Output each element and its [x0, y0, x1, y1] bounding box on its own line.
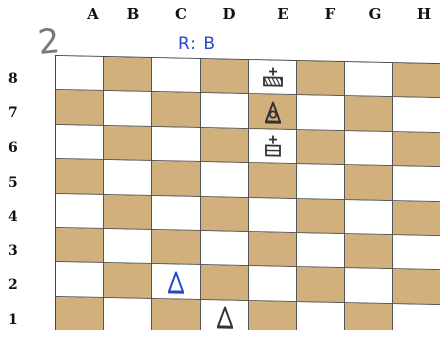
square-g5[interactable]	[345, 165, 393, 200]
square-b7[interactable]	[104, 91, 152, 126]
square-e4[interactable]	[249, 198, 297, 233]
file-label-h: H	[414, 5, 434, 23]
square-a7[interactable]	[56, 90, 104, 125]
square-b2[interactable]	[104, 263, 152, 298]
square-a3[interactable]	[56, 228, 104, 263]
king-icon	[260, 133, 286, 160]
square-c7[interactable]	[152, 92, 200, 127]
square-a4[interactable]	[56, 194, 104, 229]
square-h3[interactable]	[393, 235, 440, 270]
bishop-icon	[163, 269, 189, 296]
file-label-d: D	[219, 5, 239, 23]
square-f7[interactable]	[297, 95, 345, 130]
bishop-icon	[212, 304, 238, 330]
square-e2[interactable]	[249, 266, 297, 301]
square-g2[interactable]	[345, 268, 393, 303]
file-label-g: G	[365, 5, 385, 23]
square-d6[interactable]	[201, 128, 249, 163]
square-a1[interactable]	[56, 297, 104, 330]
square-b4[interactable]	[104, 195, 152, 230]
square-h8[interactable]	[393, 63, 440, 98]
chessboard-frame	[55, 55, 440, 330]
square-f3[interactable]	[297, 233, 345, 268]
square-g4[interactable]	[345, 200, 393, 235]
square-g3[interactable]	[345, 234, 393, 269]
square-h1[interactable]	[393, 304, 440, 330]
square-a8[interactable]	[56, 56, 104, 91]
square-a2[interactable]	[56, 262, 104, 297]
square-d3[interactable]	[201, 231, 249, 266]
rank-label-5: 5	[8, 175, 18, 191]
white-king-e6[interactable]	[249, 129, 297, 164]
square-d4[interactable]	[201, 197, 249, 232]
square-e5[interactable]	[249, 163, 297, 198]
square-h2[interactable]	[393, 269, 440, 304]
square-f5[interactable]	[297, 164, 345, 199]
square-e3[interactable]	[249, 232, 297, 267]
square-d2[interactable]	[201, 265, 249, 300]
square-g6[interactable]	[345, 131, 393, 166]
square-f8[interactable]	[297, 61, 345, 96]
square-b3[interactable]	[104, 229, 152, 264]
rank-label-1: 1	[8, 312, 18, 328]
square-b8[interactable]	[104, 57, 152, 92]
turn-note: R: B	[178, 34, 216, 54]
square-b5[interactable]	[104, 160, 152, 195]
chessboard	[55, 55, 440, 330]
square-c5[interactable]	[152, 161, 200, 196]
rank-label-8: 8	[8, 71, 18, 87]
square-f6[interactable]	[297, 130, 345, 165]
square-b6[interactable]	[104, 126, 152, 161]
rank-label-2: 2	[8, 277, 18, 293]
square-c3[interactable]	[152, 230, 200, 265]
rank-label-6: 6	[8, 140, 18, 156]
square-f4[interactable]	[297, 199, 345, 234]
square-b1[interactable]	[104, 298, 152, 330]
square-d5[interactable]	[201, 162, 249, 197]
file-label-a: A	[83, 5, 103, 23]
white-bishop-c2[interactable]	[152, 264, 200, 299]
black-bishop-e7[interactable]	[249, 94, 297, 129]
rank-label-7: 7	[8, 105, 18, 121]
square-d7[interactable]	[201, 93, 249, 128]
square-g8[interactable]	[345, 62, 393, 97]
black-king-e8[interactable]	[249, 60, 297, 95]
file-label-f: F	[320, 5, 340, 23]
rank-label-3: 3	[8, 243, 18, 259]
square-c6[interactable]	[152, 127, 200, 162]
square-h5[interactable]	[393, 166, 440, 201]
square-h7[interactable]	[393, 97, 440, 132]
square-a5[interactable]	[56, 159, 104, 194]
square-c1[interactable]	[152, 299, 200, 330]
square-h6[interactable]	[393, 132, 440, 167]
square-e1[interactable]	[249, 301, 297, 330]
square-c4[interactable]	[152, 196, 200, 231]
square-c8[interactable]	[152, 58, 200, 93]
king-icon	[259, 64, 287, 91]
bishop-icon	[260, 99, 286, 126]
square-g1[interactable]	[345, 303, 393, 330]
square-a6[interactable]	[56, 125, 104, 160]
square-f1[interactable]	[297, 302, 345, 330]
rank-label-4: 4	[8, 209, 18, 225]
file-label-b: B	[123, 5, 143, 23]
square-g7[interactable]	[345, 96, 393, 131]
square-h4[interactable]	[393, 201, 440, 236]
square-f2[interactable]	[297, 267, 345, 302]
file-label-c: C	[171, 5, 191, 23]
square-d8[interactable]	[201, 59, 249, 94]
white-bishop-d1[interactable]	[201, 300, 249, 330]
file-label-e: E	[273, 5, 293, 23]
